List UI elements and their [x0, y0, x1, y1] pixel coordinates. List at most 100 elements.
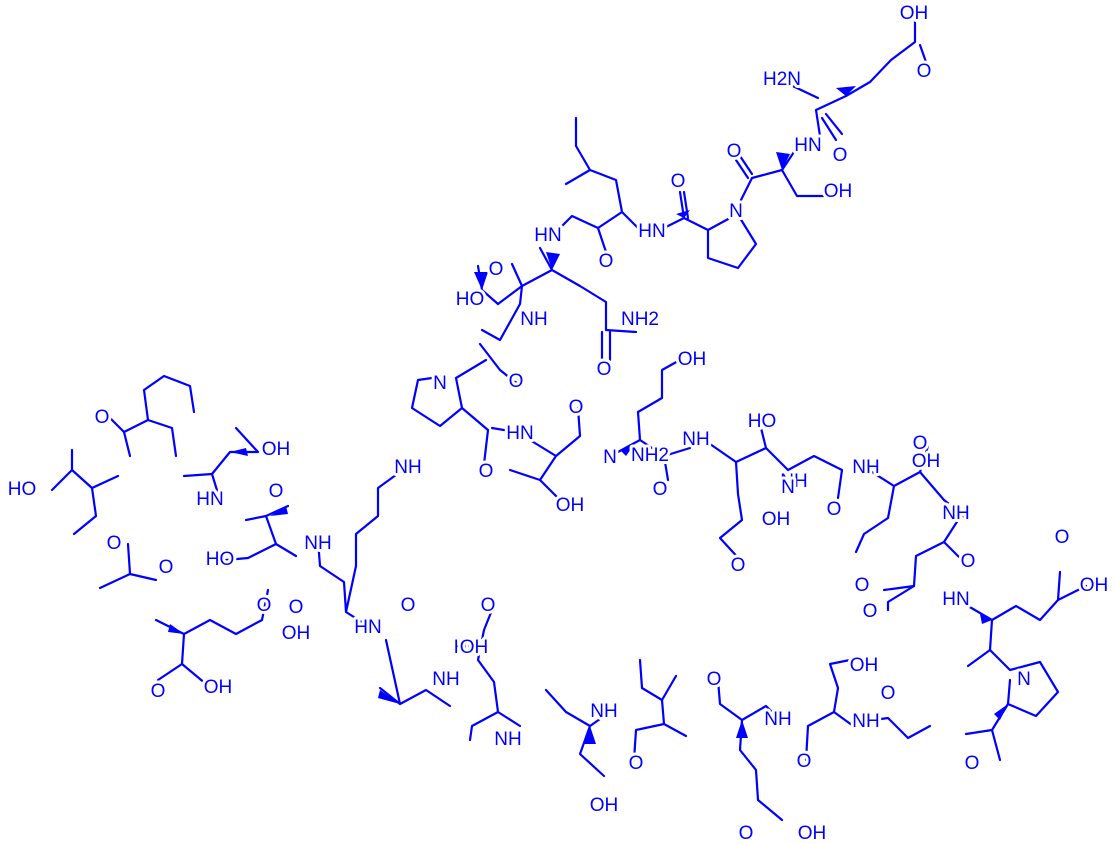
bond-segment [872, 716, 932, 740]
bond-segment [716, 678, 784, 822]
bond-segment [410, 358, 488, 428]
bond-segment [708, 422, 768, 564]
atom-label: OH [850, 655, 879, 676]
atom-label: OH [204, 677, 233, 698]
atom-label: O [965, 753, 980, 774]
atom-label: O [107, 533, 122, 554]
atom-label: HN [506, 423, 533, 444]
wedge-bond [230, 448, 248, 456]
atom-label: O [917, 61, 932, 82]
bond-segment [820, 112, 844, 142]
bond-segment [814, 12, 928, 138]
atom-label: NH2 [631, 445, 669, 466]
wedge-bond [776, 152, 790, 170]
atom-label: OH [912, 451, 941, 472]
atom-label: HO [748, 411, 777, 432]
atom-label: O [597, 359, 612, 380]
bond-segment [734, 154, 754, 180]
atom-label: OH [824, 181, 853, 202]
atom-label: O [1055, 527, 1070, 548]
wedge-bond [474, 272, 488, 290]
atom-label: HO [206, 549, 235, 570]
bond-segment [600, 330, 612, 362]
bond-segment [632, 658, 688, 762]
bond-segment [886, 584, 916, 612]
atom-label: NH [494, 729, 521, 750]
bond-segment [764, 446, 844, 500]
atom-label: O [257, 595, 272, 616]
bond-segment [662, 446, 692, 458]
atom-label: HN [534, 225, 561, 246]
atom-label: HN [638, 221, 665, 242]
bond-segment [778, 78, 820, 100]
atom-label: O [599, 251, 614, 272]
bond-segment [224, 504, 298, 562]
bond-segment [508, 468, 542, 482]
wedge-bond [620, 442, 636, 456]
atom-label: O [855, 575, 870, 596]
bond-segment [882, 470, 970, 592]
atom-label: O [481, 595, 496, 616]
bond-segment [854, 444, 930, 554]
atom-label: O [269, 481, 284, 502]
atom-label: NH2 [621, 309, 659, 330]
atom-label: O [289, 597, 304, 618]
atom-label: HO [8, 479, 37, 500]
atom-label: O [727, 141, 742, 162]
bond-segment [154, 588, 270, 686]
atom-label: O [863, 601, 878, 622]
atom-label: O [509, 371, 524, 392]
atom-label: NH [520, 309, 547, 330]
atom-label: O [151, 681, 166, 702]
bond-segment [316, 470, 402, 628]
bond-segment [966, 618, 994, 668]
atom-label: N [729, 201, 743, 222]
bond-lines [50, 12, 1088, 822]
bond-segment [544, 688, 612, 778]
atom-label: OH [1080, 575, 1109, 596]
bond-segment [706, 216, 758, 270]
atom-label: O [159, 557, 174, 578]
atom-label: O [629, 753, 644, 774]
wedge-bond [836, 86, 856, 96]
atom-label: O [739, 823, 754, 844]
bond-segment [142, 374, 196, 458]
wedge-bond [676, 210, 690, 218]
atom-label: N [433, 373, 447, 394]
wedge-bond [980, 614, 992, 624]
atom-label: OH [762, 509, 791, 530]
atom-label: NH [304, 533, 331, 554]
stereo-wedges [168, 86, 1008, 744]
bond-segment [658, 190, 710, 232]
bond-segment [480, 284, 524, 342]
atom-label: N [603, 447, 617, 468]
bond-segment [468, 608, 522, 742]
atom-label: OH [262, 439, 291, 460]
atom-label: OH [556, 495, 585, 516]
atom-label: HO [454, 637, 483, 658]
atom-label: O [653, 479, 668, 500]
atom-label: HN [196, 489, 223, 510]
atom-label: O [479, 461, 494, 482]
bond-segment [739, 144, 828, 202]
atom-label: O [95, 407, 110, 428]
bond-segment [528, 406, 584, 502]
atom-label: NH [780, 471, 807, 492]
atom-label: N [781, 477, 795, 498]
atom-label: NH [682, 429, 709, 450]
atom-label: HN [794, 135, 821, 156]
atom-label: O [913, 433, 928, 454]
atom-label: NH [852, 457, 879, 478]
atom-label: O [797, 751, 812, 772]
bond-segment [108, 416, 150, 458]
atom-label: NH [852, 711, 879, 732]
bond-segment [378, 638, 452, 708]
atom-label: N [1017, 669, 1031, 690]
atom-label: HN [942, 589, 969, 610]
atom-label: OH [678, 349, 707, 370]
bond-segment [98, 542, 158, 590]
bond-segment [510, 246, 638, 334]
atom-label: OH [460, 637, 489, 658]
wedge-bond [584, 726, 596, 744]
atom-label: O [881, 683, 896, 704]
